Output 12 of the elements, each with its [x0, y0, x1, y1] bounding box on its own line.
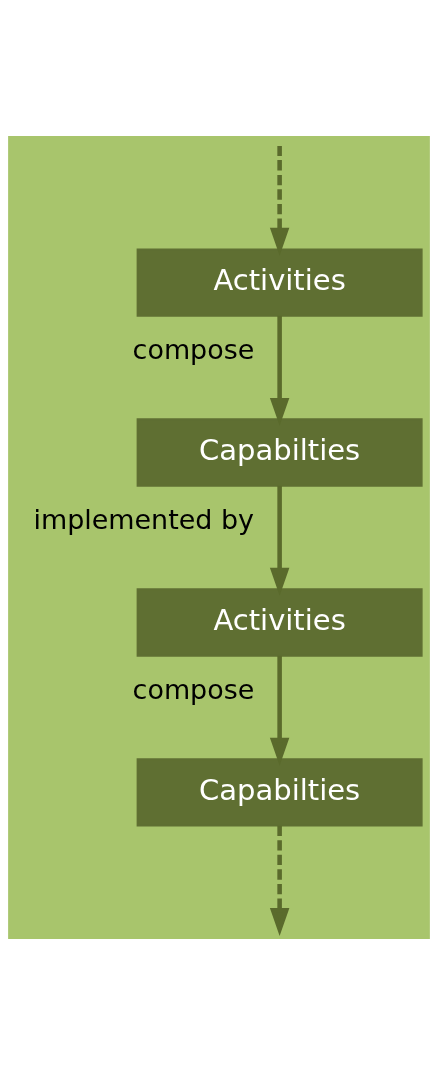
node-box: Capabilties	[136, 417, 423, 487]
edge-label: compose	[132, 673, 255, 705]
node-box: Activities	[136, 247, 423, 317]
node-box: Capabilties	[136, 757, 423, 827]
edge-label: compose	[132, 333, 255, 365]
arrow	[269, 485, 290, 596]
edge-label: implemented by	[33, 503, 255, 535]
arrow	[269, 825, 290, 936]
arrow	[269, 655, 290, 766]
node-box: Activities	[136, 587, 423, 657]
arrow	[269, 145, 290, 256]
arrow	[269, 315, 290, 426]
